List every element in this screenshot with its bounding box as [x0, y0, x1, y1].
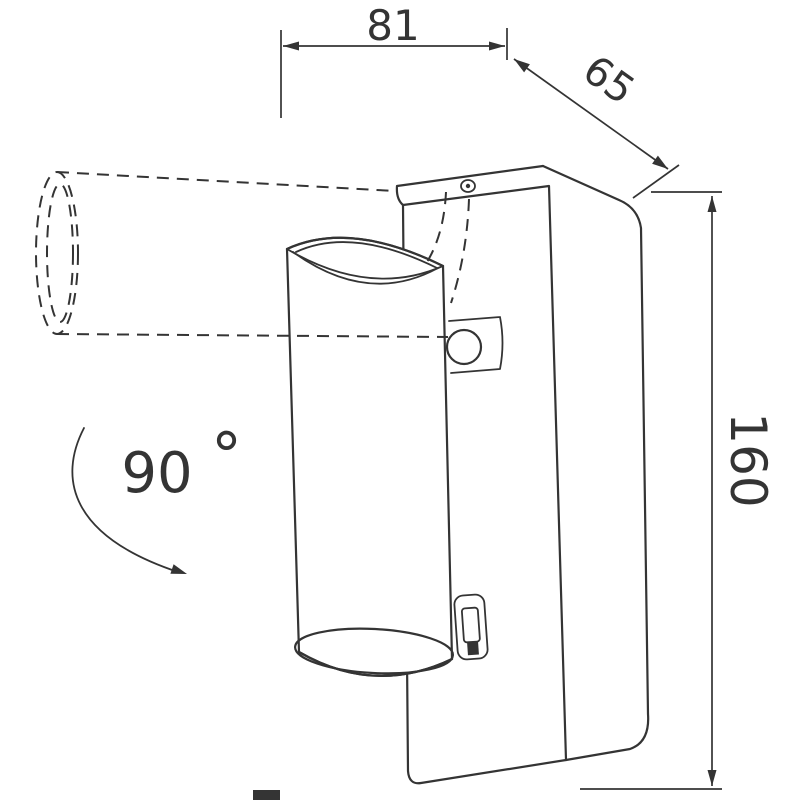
hidden-mount-curve-2	[450, 198, 470, 304]
rotated-position-outline	[35, 171, 470, 338]
depth-dimension: 65	[513, 47, 680, 199]
lamp-back-plate	[395, 164, 650, 785]
depth-arrow-upper	[514, 59, 530, 73]
pivot-knob	[445, 328, 483, 366]
plate-top-edge	[395, 164, 545, 207]
rotation-arrow-arc	[71, 427, 179, 573]
depth-arrow-lower	[652, 155, 668, 169]
rotation-angle-label: 90	[121, 441, 192, 506]
degree-symbol: °	[211, 419, 242, 492]
switch-lever-tip	[467, 641, 479, 656]
hidden-mount-curve-1	[426, 191, 447, 263]
width-extension-lines	[280, 28, 508, 118]
rotated-cylinder-end-rim-outer	[35, 171, 79, 335]
plate-side-face	[541, 164, 650, 762]
bottom-mark	[253, 790, 280, 800]
lamp-cylinder-head	[285, 236, 455, 677]
height-extension-lines	[580, 191, 722, 790]
cylinder-bottom-cap	[297, 650, 454, 677]
width-arrow-left	[283, 41, 299, 51]
width-dimension: 81	[280, 1, 508, 118]
mounting-screw-dot	[465, 183, 471, 189]
dim-depth-label: 65	[574, 47, 642, 114]
dim-width-label: 81	[366, 1, 419, 50]
switch-bezel	[453, 593, 489, 661]
rotation-annotation: 90 °	[71, 419, 242, 574]
pivot-arm	[448, 316, 504, 374]
pivot-assembly	[445, 316, 504, 374]
switch-toggle	[460, 606, 481, 644]
height-arrow-top	[707, 196, 717, 212]
height-dimension: 160	[580, 191, 777, 790]
cylinder-bottom-lens	[293, 627, 455, 675]
rotation-arrow-head	[170, 564, 187, 574]
height-arrow-bottom	[707, 770, 717, 786]
plate-front-face	[401, 184, 568, 785]
dim-height-label: 160	[719, 412, 777, 507]
depth-extension-line	[632, 164, 680, 199]
cylinder-top-rim-outer	[285, 236, 445, 268]
cylinder-top-rim-near-inner	[292, 251, 439, 285]
cylinder-body	[285, 236, 454, 677]
rotated-cylinder-end-rim-inner	[46, 183, 74, 323]
rotated-cylinder-top-line	[56, 171, 396, 192]
power-switch	[453, 593, 489, 661]
mounting-screw-hole	[460, 179, 476, 193]
cylinder-top-rim-near	[286, 248, 444, 280]
depth-dimension-line	[513, 58, 669, 170]
width-arrow-right	[489, 41, 505, 51]
cylinder-top-rim-inner	[295, 241, 438, 269]
rotated-cylinder-bottom-line	[56, 333, 449, 338]
